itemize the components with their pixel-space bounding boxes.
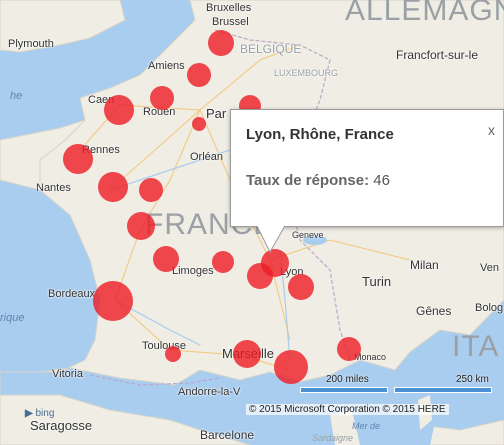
place-label-monaco: Monaco [354, 352, 387, 362]
bubble-marker[interactable] [192, 117, 206, 131]
place-label-bologne: Bolog [475, 302, 504, 314]
bubble-marker[interactable] [104, 95, 134, 125]
bubble-marker[interactable] [153, 246, 179, 272]
place-label-bordeaux: Bordeaux [48, 288, 96, 300]
bubble-marker[interactable] [187, 63, 211, 87]
place-label-saragosse: Saragosse [30, 418, 93, 433]
bubble-marker[interactable] [127, 212, 155, 240]
scale-miles-bar [300, 387, 388, 393]
country-label-belgique: BELGIQUE [240, 42, 302, 56]
sea-label-atlantique: rique [0, 312, 25, 324]
bubble-marker[interactable] [93, 281, 133, 321]
bubble-marker[interactable] [98, 172, 128, 202]
place-label-genes: Gênes [416, 304, 452, 318]
bubble-marker[interactable] [274, 350, 308, 384]
bing-logo-text: bing [35, 408, 55, 419]
place-label-barcelone: Barcelone [200, 428, 255, 442]
sea-label-manche: he [10, 90, 23, 102]
bubble-marker[interactable] [139, 178, 163, 202]
popup-metric-value: 46 [373, 172, 390, 189]
bubble-marker[interactable] [247, 263, 273, 289]
popup-close-button[interactable]: x [488, 122, 495, 138]
popup-pointer [256, 224, 288, 254]
scale-miles-label: 200 miles [326, 374, 369, 385]
place-label-paris: Par [206, 106, 227, 121]
bubble-marker[interactable] [165, 346, 181, 362]
place-label-venise: Ven [480, 262, 499, 274]
place-label-vitoria: Vitoria [52, 368, 83, 380]
place-label-plymouth: Plymouth [8, 38, 54, 50]
bubble-marker[interactable] [150, 86, 174, 110]
bubble-marker[interactable] [212, 251, 234, 273]
info-popup: Lyon, Rhône, France x Taux de réponse: 4… [230, 109, 504, 227]
place-label-francfort: Francfort-sur-le [396, 48, 479, 62]
country-label-italie: ITA [452, 330, 500, 363]
place-label-bruxelles: Bruxelles [206, 2, 252, 14]
bubble-marker[interactable] [63, 144, 93, 174]
place-label-limoges: Limoges [172, 265, 214, 277]
scale-km-label: 250 km [456, 374, 489, 385]
place-label-geneve: Geneve [292, 230, 324, 240]
bing-icon: ▶ [25, 408, 33, 419]
popup-metric: Taux de réponse: 46 [246, 172, 390, 189]
bubble-marker[interactable] [337, 337, 361, 361]
popup-title: Lyon, Rhône, France [246, 126, 394, 143]
place-label-milan: Milan [410, 258, 439, 272]
place-label-andorre: Andorre-la-V [178, 386, 241, 398]
popup-metric-label: Taux de réponse: [246, 172, 370, 189]
place-label-amiens: Amiens [148, 60, 185, 72]
bubble-marker[interactable] [288, 274, 314, 300]
place-label-orleans: Orléan [190, 151, 224, 163]
place-label-rouen: Rouen [143, 106, 176, 118]
country-label-luxembourg: LUXEMBOURG [274, 68, 339, 78]
bing-logo: ▶ bing [25, 408, 54, 419]
bubble-marker[interactable] [208, 30, 234, 56]
place-label-nantes: Nantes [36, 182, 71, 194]
place-label-turin: Turin [362, 274, 392, 289]
place-label-sardaigne: Sardaigne [312, 433, 354, 443]
place-label-brussel: Brussel [212, 16, 249, 28]
country-label-allemagne: ALLEMAGN [345, 0, 504, 27]
bubble-marker[interactable] [233, 340, 261, 368]
sea-label-mer: Mer de [352, 421, 381, 431]
scale-km-bar [394, 387, 492, 393]
copyright-text: © 2015 Microsoft Corporation © 2015 HERE [246, 404, 449, 415]
